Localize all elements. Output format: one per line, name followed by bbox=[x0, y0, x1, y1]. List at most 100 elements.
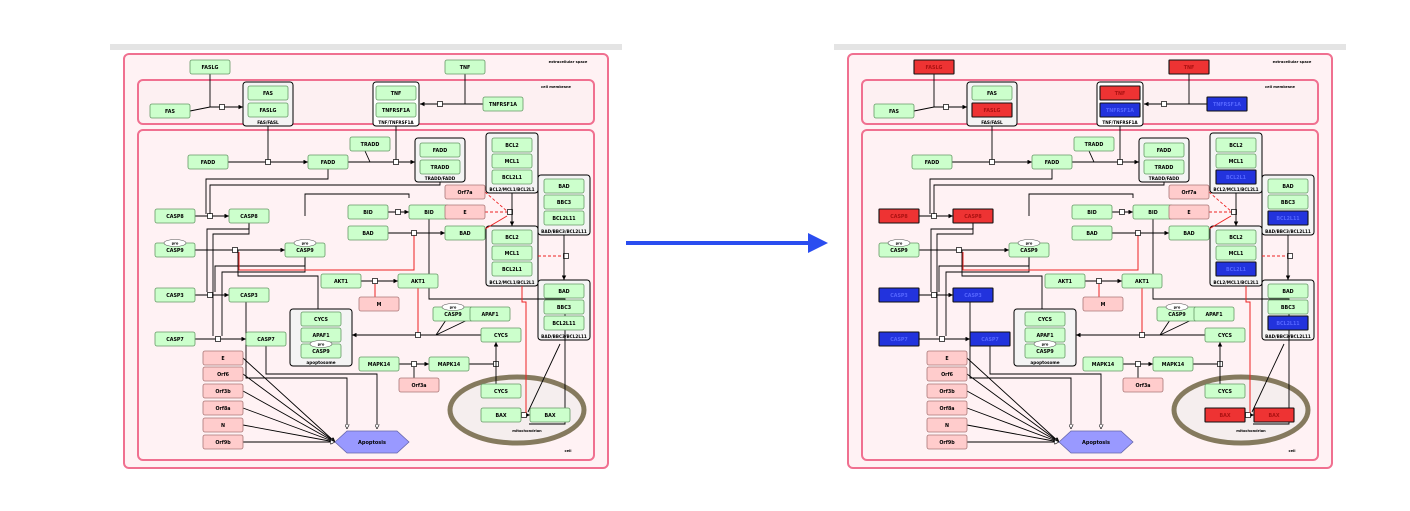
node-bcl2-m[interactable]: BCL2 bbox=[491, 229, 533, 245]
node-tradd[interactable]: TRADD bbox=[349, 136, 391, 152]
node-casp3-b[interactable]: CASP3 bbox=[952, 287, 994, 303]
node-faslg-ext[interactable]: FASLG bbox=[189, 59, 231, 75]
node-faslg-c[interactable]: FASLG bbox=[247, 102, 289, 118]
node-tnfrsf1a[interactable]: TNFRSF1A bbox=[1206, 96, 1248, 112]
node-casp8-a[interactable]: CASP8 bbox=[878, 208, 920, 224]
node-orf6[interactable]: Orf6 bbox=[926, 366, 968, 382]
node-tnf-c[interactable]: TNF bbox=[1099, 85, 1141, 101]
node-bad-m[interactable]: BAD bbox=[1267, 283, 1309, 299]
node-bad-t[interactable]: BAD bbox=[1267, 178, 1309, 194]
node-bcl2l11-m[interactable]: BCL2L11 bbox=[543, 315, 585, 331]
node-bax-a[interactable]: BAX bbox=[1204, 407, 1246, 423]
node-e-bot[interactable]: E bbox=[926, 350, 968, 366]
node-mapk14-a[interactable]: MAPK14 bbox=[1082, 356, 1124, 372]
node-fas-c[interactable]: FAS bbox=[247, 85, 289, 101]
node-bid-b[interactable]: BID bbox=[408, 204, 450, 220]
node-apaf1[interactable]: APAF1 bbox=[469, 306, 511, 322]
node-fadd-a[interactable]: FADD bbox=[187, 154, 229, 170]
node-akt1-b[interactable]: AKT1 bbox=[397, 273, 439, 289]
node-tnf-ext[interactable]: TNF bbox=[1168, 59, 1210, 75]
node-tradd[interactable]: TRADD bbox=[1073, 136, 1115, 152]
node-faslg-ext[interactable]: FASLG bbox=[913, 59, 955, 75]
node-cycs-a[interactable]: CYCS bbox=[1204, 327, 1246, 343]
node-fas-c[interactable]: FAS bbox=[971, 85, 1013, 101]
node-mcl1-t[interactable]: MCL1 bbox=[1215, 153, 1257, 169]
node-e-top[interactable]: E bbox=[1168, 204, 1210, 220]
node-apaf1[interactable]: APAF1 bbox=[1193, 306, 1235, 322]
node-orf3b[interactable]: Orf3b bbox=[926, 383, 968, 399]
node-akt1-a[interactable]: AKT1 bbox=[1044, 273, 1086, 289]
node-bad-b[interactable]: BAD bbox=[1168, 225, 1210, 241]
node-casp7-a[interactable]: CASP7 bbox=[878, 331, 920, 347]
node-casp7-b[interactable]: CASP7 bbox=[245, 331, 287, 347]
node-bid-a[interactable]: BID bbox=[347, 204, 389, 220]
node-cycs-m[interactable]: CYCS bbox=[480, 383, 522, 399]
node-m[interactable]: M bbox=[358, 296, 400, 312]
node-fadd-c[interactable]: FADD bbox=[1143, 142, 1185, 158]
node-bcl2l1-t[interactable]: BCL2L1 bbox=[1215, 169, 1257, 185]
node-tnfrsf1a[interactable]: TNFRSF1A bbox=[482, 96, 524, 112]
node-fadd-a[interactable]: FADD bbox=[911, 154, 953, 170]
node-cycs-c[interactable]: CYCS bbox=[1024, 311, 1066, 327]
node-tradd-c[interactable]: TRADD bbox=[419, 159, 461, 175]
node-bax-a[interactable]: BAX bbox=[480, 407, 522, 423]
node-bax-b[interactable]: BAX bbox=[1253, 407, 1295, 423]
node-bad-a[interactable]: BAD bbox=[347, 225, 389, 241]
node-casp7-b[interactable]: CASP7 bbox=[969, 331, 1011, 347]
node-mcl1-m[interactable]: MCL1 bbox=[491, 245, 533, 261]
phenotype-apoptosis[interactable]: Apoptosis bbox=[1058, 430, 1134, 454]
node-m[interactable]: M bbox=[1082, 296, 1124, 312]
node-e-top[interactable]: E bbox=[444, 204, 486, 220]
node-tradd-c[interactable]: TRADD bbox=[1143, 159, 1185, 175]
node-mapk14-b[interactable]: MAPK14 bbox=[1152, 356, 1194, 372]
node-tnfrsf1a-c[interactable]: TNFRSF1A bbox=[375, 102, 417, 118]
node-mapk14-b[interactable]: MAPK14 bbox=[428, 356, 470, 372]
node-fadd-b[interactable]: FADD bbox=[1031, 154, 1073, 170]
node-bid-a[interactable]: BID bbox=[1071, 204, 1113, 220]
node-casp8-a[interactable]: CASP8 bbox=[154, 208, 196, 224]
node-bbc3-m[interactable]: BBC3 bbox=[543, 299, 585, 315]
node-bax-b[interactable]: BAX bbox=[529, 407, 571, 423]
node-bad-b[interactable]: BAD bbox=[444, 225, 486, 241]
node-cycs-m[interactable]: CYCS bbox=[1204, 383, 1246, 399]
node-bcl2-m[interactable]: BCL2 bbox=[1215, 229, 1257, 245]
node-bcl2l11-m[interactable]: BCL2L11 bbox=[1267, 315, 1309, 331]
node-mapk14-a[interactable]: MAPK14 bbox=[358, 356, 400, 372]
node-bcl2l1-m[interactable]: BCL2L1 bbox=[491, 261, 533, 277]
node-orf8a[interactable]: Orf8a bbox=[202, 400, 244, 416]
node-bad-t[interactable]: BAD bbox=[543, 178, 585, 194]
node-tnfrsf1a-c[interactable]: TNFRSF1A bbox=[1099, 102, 1141, 118]
node-casp3-b[interactable]: CASP3 bbox=[228, 287, 270, 303]
node-tnf-ext[interactable]: TNF bbox=[444, 59, 486, 75]
node-n[interactable]: N bbox=[202, 417, 244, 433]
node-casp7-a[interactable]: CASP7 bbox=[154, 331, 196, 347]
node-bcl2l1-t[interactable]: BCL2L1 bbox=[491, 169, 533, 185]
node-casp3-a[interactable]: CASP3 bbox=[154, 287, 196, 303]
node-mcl1-t[interactable]: MCL1 bbox=[491, 153, 533, 169]
node-orf9b[interactable]: Orf9b bbox=[926, 434, 968, 450]
node-fadd-c[interactable]: FADD bbox=[419, 142, 461, 158]
node-e-bot[interactable]: E bbox=[202, 350, 244, 366]
node-mcl1-m[interactable]: MCL1 bbox=[1215, 245, 1257, 261]
node-faslg-c[interactable]: FASLG bbox=[971, 102, 1013, 118]
node-orf3a-b[interactable]: Orf3a bbox=[398, 377, 440, 393]
node-bbc3-t[interactable]: BBC3 bbox=[1267, 194, 1309, 210]
node-bcl2l11-t[interactable]: BCL2L11 bbox=[543, 210, 585, 226]
node-orf7a[interactable]: Orf7a bbox=[444, 184, 486, 200]
node-bbc3-m[interactable]: BBC3 bbox=[1267, 299, 1309, 315]
node-orf8a[interactable]: Orf8a bbox=[926, 400, 968, 416]
node-cycs-c[interactable]: CYCS bbox=[300, 311, 342, 327]
node-n[interactable]: N bbox=[926, 417, 968, 433]
node-orf9b[interactable]: Orf9b bbox=[202, 434, 244, 450]
node-casp3-a[interactable]: CASP3 bbox=[878, 287, 920, 303]
node-orf3a-b[interactable]: Orf3a bbox=[1122, 377, 1164, 393]
node-fas[interactable]: FAS bbox=[873, 103, 915, 119]
node-casp8-b[interactable]: CASP8 bbox=[228, 208, 270, 224]
